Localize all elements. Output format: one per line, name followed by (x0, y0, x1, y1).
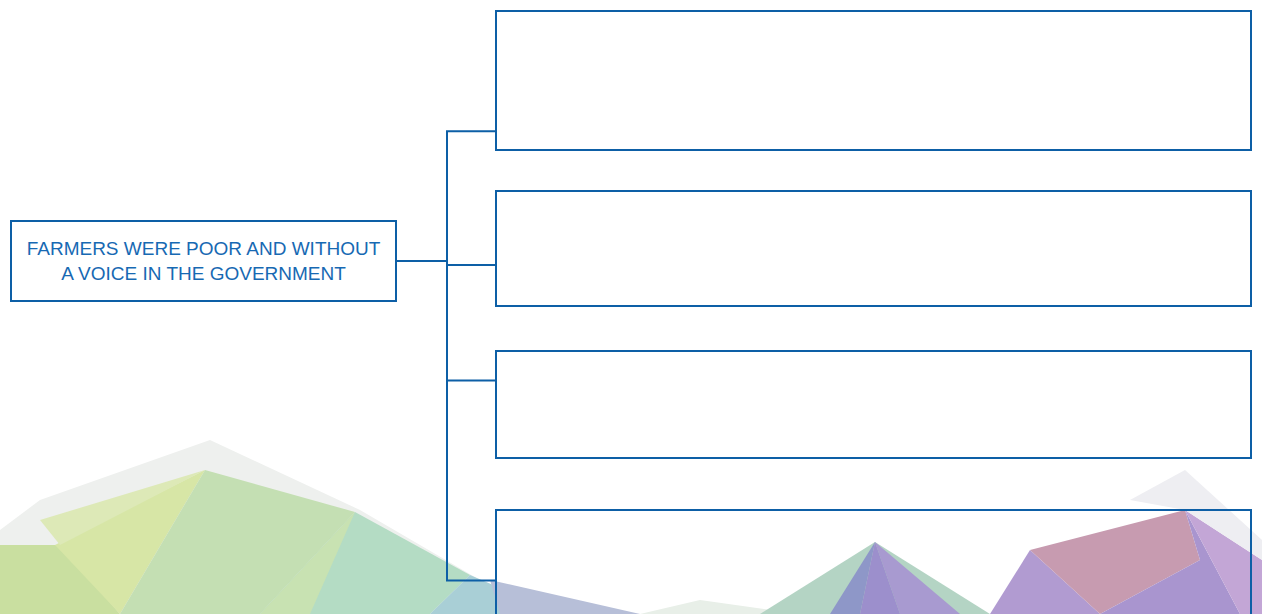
answer-box (495, 509, 1252, 614)
bracket-connector (397, 131, 495, 261)
poly (260, 512, 470, 614)
cause-box: FARMERS WERE POOR AND WITHOUT A VOICE IN… (10, 220, 397, 302)
poly-shadow (0, 440, 500, 614)
poly-shadow (1130, 470, 1262, 560)
answer-box (495, 190, 1252, 307)
node-text: FARMERS WERE POOR AND WITHOUT A VOICE IN… (12, 236, 395, 286)
poly (40, 470, 205, 545)
poly (260, 512, 355, 614)
bracket-connector (397, 261, 495, 581)
poly (490, 580, 640, 614)
answer-box (495, 350, 1252, 459)
poly (860, 542, 900, 614)
poly (760, 542, 990, 614)
answer-box (495, 10, 1252, 151)
